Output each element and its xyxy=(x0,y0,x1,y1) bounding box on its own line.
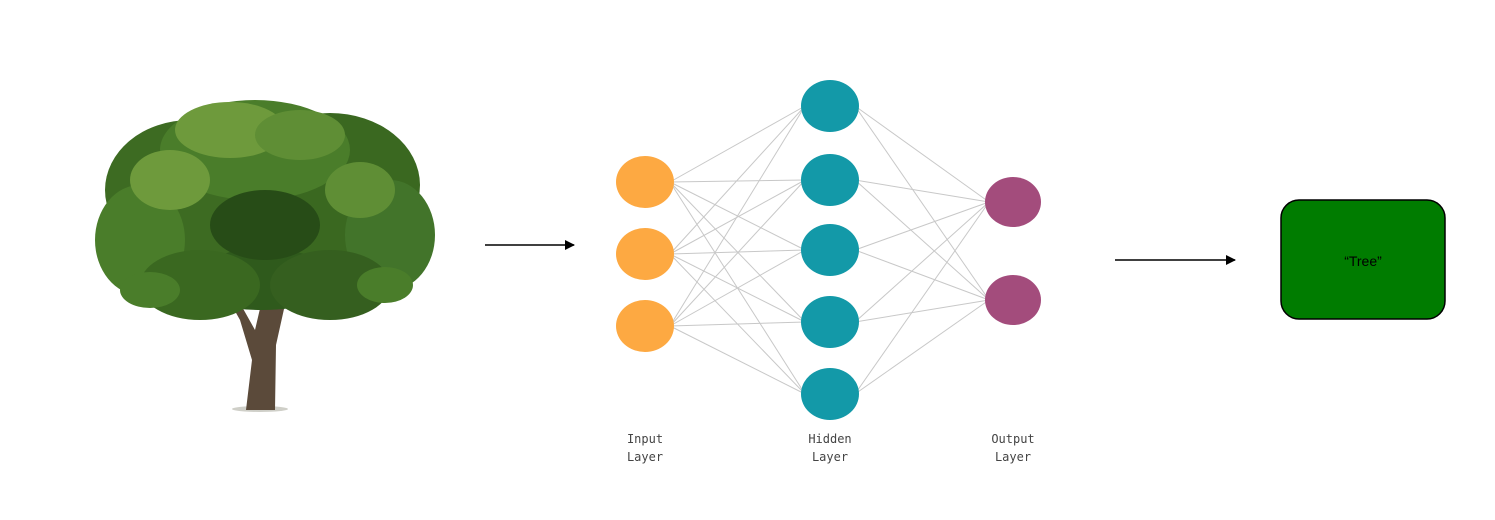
connection-hidden-4-to-output-2 xyxy=(854,299,990,323)
neural-network: Input Layer Hidden Layer Output Layer xyxy=(616,80,1041,464)
network-nodes xyxy=(616,80,1041,420)
connection-hidden-2-to-output-2 xyxy=(854,179,990,301)
output-box-rect xyxy=(1280,199,1446,320)
connection-hidden-5-to-output-1 xyxy=(854,201,990,395)
hidden-node-1 xyxy=(801,80,859,132)
output-node-1 xyxy=(985,177,1041,227)
hidden-node-3 xyxy=(801,224,859,276)
tree-image xyxy=(95,100,435,412)
connection-input-2-to-hidden-3 xyxy=(669,249,806,255)
tree-foliage xyxy=(95,100,435,320)
hidden-node-4 xyxy=(801,296,859,348)
connection-hidden-1-to-output-1 xyxy=(854,105,990,203)
connection-hidden-4-to-output-1 xyxy=(854,201,990,323)
connection-hidden-2-to-output-1 xyxy=(854,179,990,203)
input-layer-label-line2: Layer xyxy=(627,450,663,464)
connection-input-3-to-hidden-4 xyxy=(669,321,806,327)
input-node-2 xyxy=(616,228,674,280)
connection-hidden-3-to-output-1 xyxy=(854,201,990,251)
connection-input-3-to-hidden-2 xyxy=(669,179,806,327)
output-layer-label-line2: Layer xyxy=(995,450,1031,464)
input-node-1 xyxy=(616,156,674,208)
connection-input-2-to-hidden-1 xyxy=(669,105,806,255)
output-node-2 xyxy=(985,275,1041,325)
input-node-3 xyxy=(616,300,674,352)
connection-hidden-3-to-output-2 xyxy=(854,249,990,301)
connection-input-1-to-hidden-1 xyxy=(669,105,806,183)
output-label: “Tree” xyxy=(1344,253,1382,269)
connection-input-2-to-hidden-2 xyxy=(669,179,806,255)
connection-input-3-to-hidden-3 xyxy=(669,249,806,327)
connection-hidden-5-to-output-2 xyxy=(854,299,990,395)
hidden-node-5 xyxy=(801,368,859,420)
hidden-layer-label-line2: Layer xyxy=(812,450,848,464)
connection-input-3-to-hidden-5 xyxy=(669,325,806,395)
connection-input-3-to-hidden-1 xyxy=(669,105,806,327)
input-layer-label-line1: Input xyxy=(627,432,663,446)
hidden-node-2 xyxy=(801,154,859,206)
network-connections xyxy=(669,105,990,395)
connection-hidden-1-to-output-2 xyxy=(854,105,990,301)
output-layer-label-line1: Output xyxy=(991,432,1034,446)
hidden-layer-label-line1: Hidden xyxy=(808,432,851,446)
connection-input-1-to-hidden-2 xyxy=(669,179,806,183)
output-box: “Tree” xyxy=(1280,199,1446,320)
